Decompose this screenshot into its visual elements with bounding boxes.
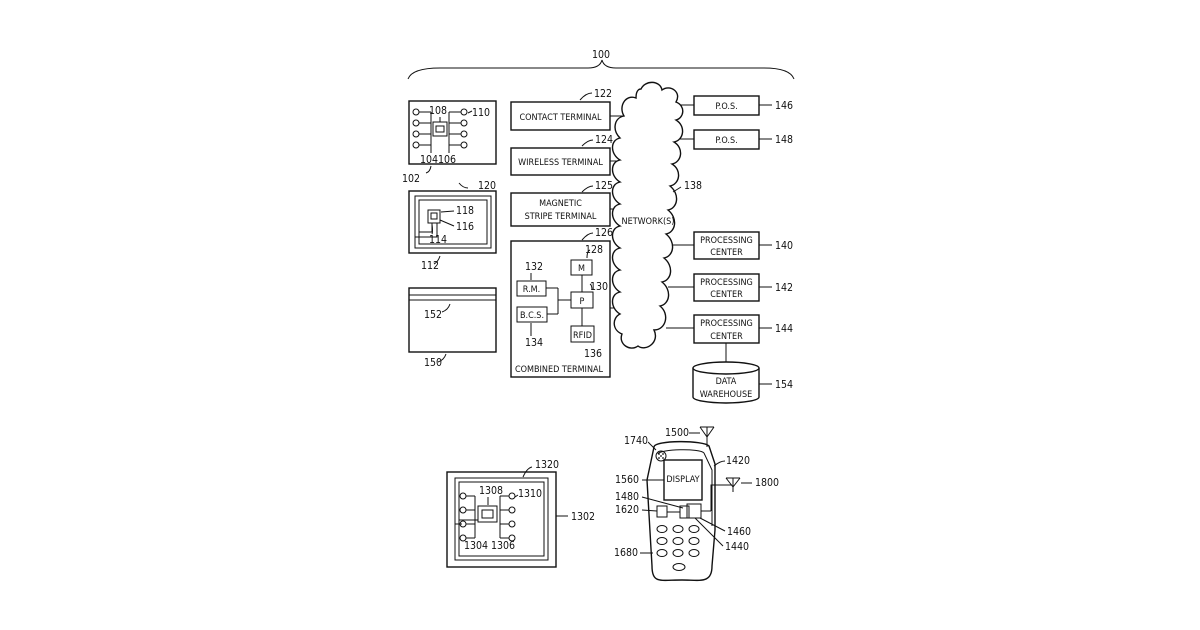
ref-106: 106: [438, 154, 456, 166]
ref-144: 144: [775, 323, 793, 335]
ref-1420: 1420: [726, 455, 750, 467]
ref-1500: 1500: [665, 427, 689, 439]
ref-122: 122: [594, 88, 612, 100]
contact-card: 108 110 104 106 102: [402, 101, 496, 185]
ref-1480: 1480: [615, 491, 639, 503]
ref-114: 114: [429, 234, 447, 246]
ref-1310: 1310: [518, 488, 542, 500]
pos-terminal-1: P.O.S. 146: [694, 96, 793, 115]
contact-terminal-label: CONTACT TERMINAL: [519, 113, 602, 123]
ref-148: 148: [775, 134, 793, 146]
wireless-terminal: WIRELESS TERMINAL 124: [511, 134, 613, 175]
ref-1740: 1740: [624, 435, 648, 447]
ref-1620: 1620: [615, 504, 639, 516]
processing-center-2: PROCESSING CENTER 142: [694, 274, 793, 301]
ref-1302: 1302: [571, 511, 595, 523]
ref-136: 136: [584, 348, 602, 360]
ref-138: 138: [684, 180, 702, 192]
network-label: NETWORK(S): [622, 217, 675, 227]
ref-140: 140: [775, 240, 793, 252]
pc3-label-1: PROCESSING: [700, 319, 753, 329]
pc2-label-2: CENTER: [710, 290, 743, 300]
ref-112: 112: [421, 260, 439, 272]
bcs-label: B.C.S.: [520, 311, 544, 321]
ref-118: 118: [456, 205, 474, 217]
ref-132: 132: [525, 261, 543, 273]
contact-terminal: CONTACT TERMINAL 122: [511, 88, 612, 130]
ref-1440: 1440: [725, 541, 749, 553]
dual-interface-card: 1320 1308 1310 1304 1306 1302: [447, 459, 595, 567]
rfid-label: RFID: [573, 331, 592, 341]
magnetic-stripe-terminal: MAGNETIC STRIPE TERMINAL 125: [511, 180, 613, 226]
ref-100: 100: [592, 49, 610, 61]
mobile-phone: DISPLAY: [614, 427, 779, 580]
ref-1560: 1560: [615, 474, 639, 486]
ref-1320: 1320: [535, 459, 559, 471]
ref-128: 128: [585, 244, 603, 256]
pc2-label-1: PROCESSING: [700, 278, 753, 288]
ref-108: 108: [429, 105, 447, 117]
pc3-label-2: CENTER: [710, 332, 743, 342]
system-brace: 100: [408, 49, 794, 79]
ref-124: 124: [595, 134, 613, 146]
pc1-label-2: CENTER: [710, 248, 743, 258]
warehouse-label-2: WAREHOUSE: [700, 390, 752, 400]
ref-150: 150: [424, 357, 442, 369]
processing-center-1: PROCESSING CENTER 140: [694, 232, 793, 259]
ref-146: 146: [775, 100, 793, 112]
magnetic-terminal-label-2: STRIPE TERMINAL: [525, 212, 597, 222]
ref-1308: 1308: [479, 485, 503, 497]
ref-1460: 1460: [727, 526, 751, 538]
ref-126: 126: [595, 227, 613, 239]
pos-terminal-2: P.O.S. 148: [694, 130, 793, 149]
ref-110: 110: [472, 107, 490, 119]
magstripe-card: 152 150: [409, 288, 496, 369]
ref-1306: 1306: [491, 540, 515, 552]
ref-120: 120: [478, 180, 496, 192]
network-cloud: NETWORK(S) 138: [613, 82, 703, 348]
combined-terminal: 126 M 128 P 130 R.M. 132 B.C.S. 134 RFID…: [511, 227, 613, 377]
ref-102: 102: [402, 173, 420, 185]
pc1-label-1: PROCESSING: [700, 236, 753, 246]
magnetic-terminal-label-1: MAGNETIC: [539, 199, 582, 209]
warehouse-label-1: DATA: [716, 377, 737, 387]
pos1-label: P.O.S.: [715, 102, 737, 112]
ref-1304: 1304: [464, 540, 488, 552]
ref-154: 154: [775, 379, 793, 391]
rm-label: R.M.: [523, 285, 540, 295]
ref-116: 116: [456, 221, 474, 233]
display-label: DISPLAY: [666, 475, 699, 485]
wireless-terminal-label: WIRELESS TERMINAL: [518, 158, 603, 168]
m-label: M: [578, 264, 585, 274]
data-warehouse: DATA WAREHOUSE 154: [693, 343, 793, 403]
ref-125: 125: [595, 180, 613, 192]
combined-terminal-label: COMBINED TERMINAL: [515, 365, 604, 375]
ref-1680: 1680: [614, 547, 638, 559]
ref-152: 152: [424, 309, 442, 321]
processing-center-3: PROCESSING CENTER 144: [694, 315, 793, 343]
ref-1800: 1800: [755, 477, 779, 489]
ref-134: 134: [525, 337, 543, 349]
pos2-label: P.O.S.: [715, 136, 737, 146]
contactless-card: 120 118 116 114 112: [409, 180, 496, 272]
ref-130: 130: [590, 281, 608, 293]
p-label: P: [580, 297, 585, 307]
ref-104: 104: [420, 154, 438, 166]
ref-142: 142: [775, 282, 793, 294]
